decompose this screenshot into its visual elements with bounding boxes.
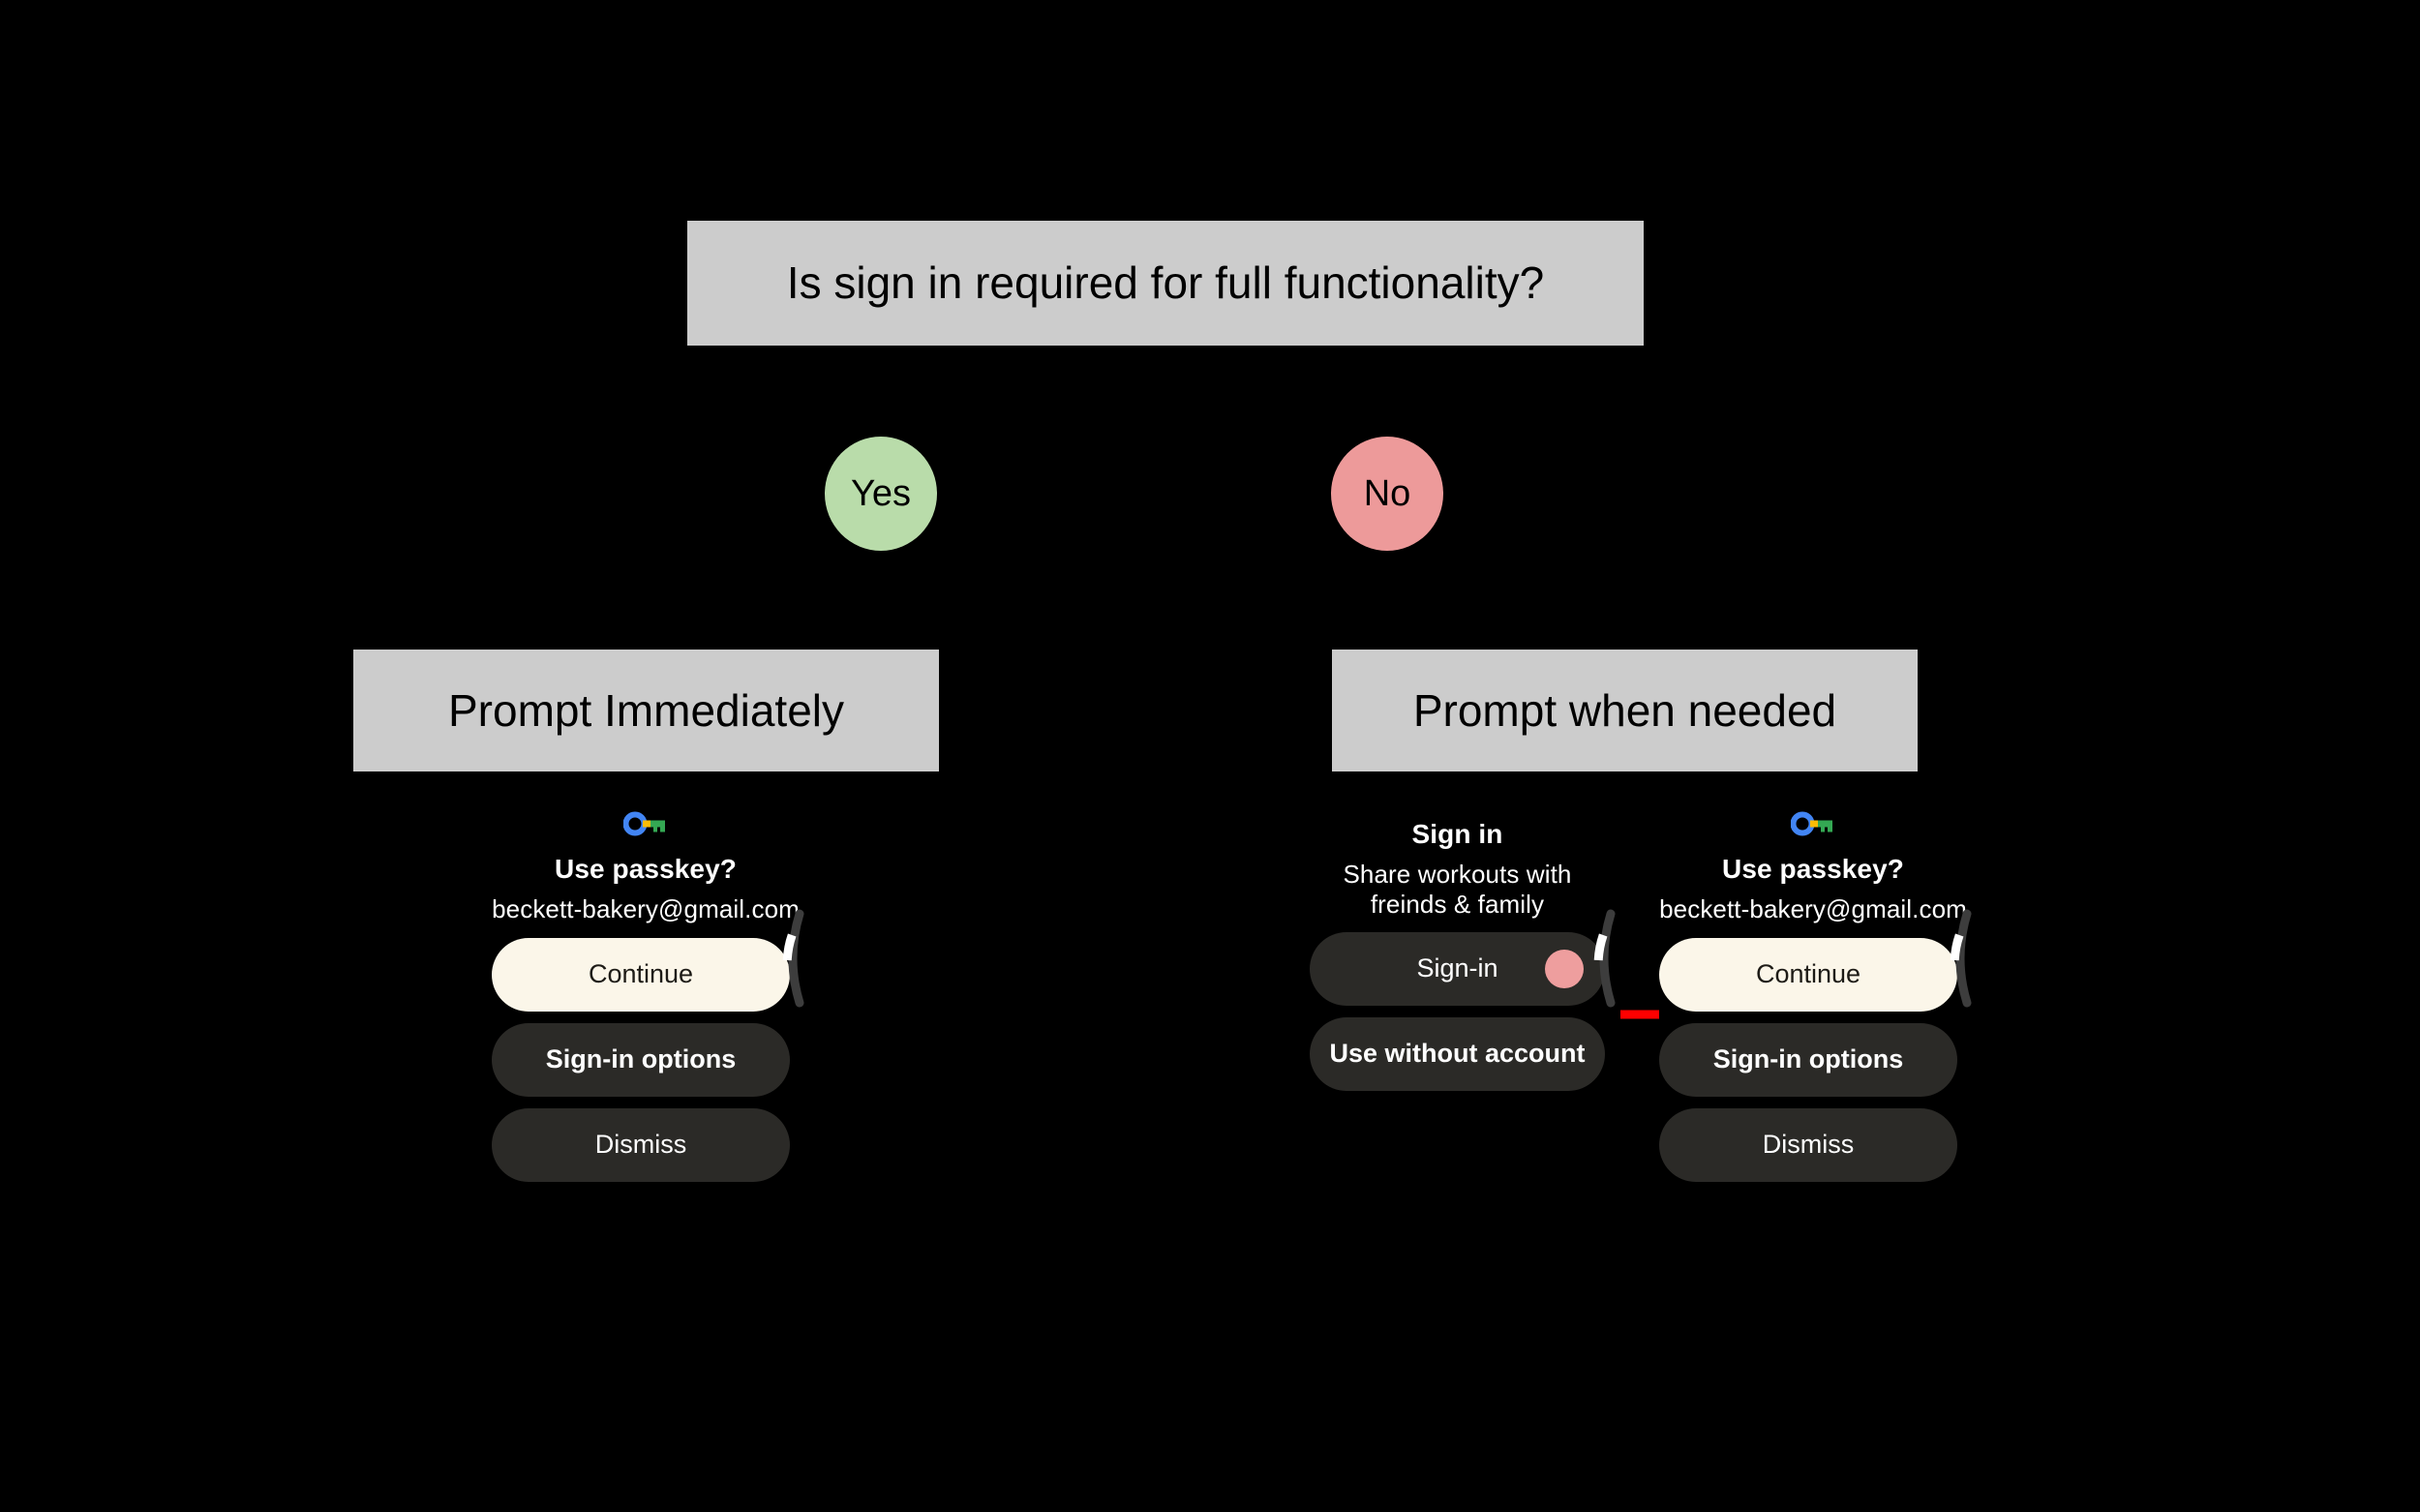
outcome-box-prompt-when-needed: Prompt when needed [1332, 650, 1918, 771]
sign-in-options-button[interactable]: Sign-in options [1659, 1022, 1957, 1097]
mockup-subtitle: beckett-bakery@gmail.com [1659, 894, 1967, 924]
mockup-passkey-immediate: Use passkey? beckett-bakery@gmail.com Co… [492, 809, 800, 1182]
mockup-title: Use passkey? [1722, 854, 1904, 884]
mockup-passkey-deferred: Use passkey? beckett-bakery@gmail.com Co… [1659, 809, 1967, 1182]
google-passkey-icon [1791, 811, 1832, 836]
continue-button[interactable]: Continue [1659, 937, 1957, 1012]
use-without-account-button[interactable]: Use without account [1310, 1017, 1605, 1091]
sign-in-options-button[interactable]: Sign-in options [492, 1022, 790, 1097]
mockup-subtitle: Share workouts with freinds & family [1343, 860, 1572, 919]
branch-label-no: No [1331, 437, 1443, 551]
mockup-subtitle: beckett-bakery@gmail.com [492, 894, 800, 924]
decision-box-question: Is sign in required for full functionali… [687, 221, 1644, 346]
outcome-box-prompt-immediately: Prompt Immediately [353, 650, 939, 771]
vertical-scroll-indicator[interactable] [1942, 909, 1975, 1008]
mockup-title: Sign in [1411, 819, 1503, 849]
mockup-button-group: Continue Sign-in options Dismiss [1659, 937, 1957, 1182]
mockup-app-signin: Sign in Share workouts with freinds & fa… [1310, 819, 1605, 1091]
dismiss-button[interactable]: Dismiss [492, 1107, 790, 1182]
continue-button[interactable]: Continue [492, 937, 790, 1012]
mockup-button-group: Sign-in Use without account [1310, 932, 1605, 1091]
sign-in-button[interactable]: Sign-in [1310, 932, 1605, 1006]
sign-in-button-label: Sign-in [1416, 953, 1498, 983]
mockup-title: Use passkey? [555, 854, 737, 884]
mockup-button-group: Continue Sign-in options Dismiss [492, 937, 790, 1182]
vertical-scroll-indicator[interactable] [1586, 909, 1618, 1008]
google-passkey-icon [623, 811, 665, 836]
avatar-dot-icon [1545, 950, 1584, 988]
vertical-scroll-indicator[interactable] [774, 909, 807, 1008]
dismiss-button[interactable]: Dismiss [1659, 1107, 1957, 1182]
branch-label-yes: Yes [825, 437, 937, 551]
